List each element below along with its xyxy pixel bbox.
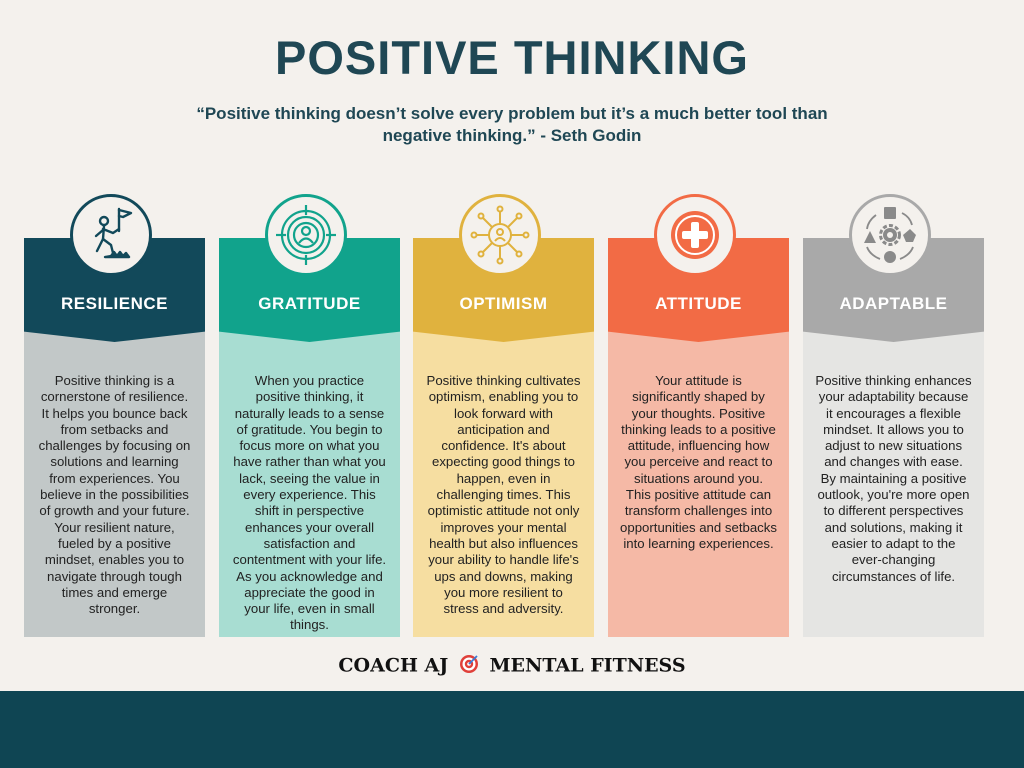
card-label: ADAPTABLE <box>839 294 948 313</box>
gear-shapes-cycle-icon <box>864 207 916 263</box>
card-text: Positive thinking cultivates optimism, e… <box>426 373 581 617</box>
card-text: Positive thinking is a cornerstone of re… <box>38 373 191 617</box>
card-gratitude: GRATITUDE When you practice positive thi… <box>219 194 400 637</box>
card-body <box>803 324 984 637</box>
plus-circle-icon <box>671 211 719 259</box>
card-attitude: ATTITUDE Your attitude is significantly … <box>608 194 789 637</box>
target-icon <box>459 654 479 679</box>
card-text: Positive thinking enhances your adaptabi… <box>815 373 972 584</box>
card-body <box>24 324 205 637</box>
icon-badge <box>459 194 541 276</box>
sun-person-icon <box>470 205 530 265</box>
card-label: OPTIMISM <box>459 294 548 313</box>
icon-badge <box>849 194 931 276</box>
brand-name: COACH AJ <box>338 654 449 677</box>
quote: “Positive thinking doesn’t solve every p… <box>196 104 828 145</box>
card-label: GRATITUDE <box>258 294 361 313</box>
target-person-icon <box>276 205 336 265</box>
card-label: RESILIENCE <box>60 294 169 313</box>
icon-badge <box>70 194 152 276</box>
card-text: When you practice positive thinking, it … <box>232 373 387 633</box>
card-adaptable: ADAPTABLE Positive thinking enhances you… <box>803 194 984 637</box>
card-body <box>608 324 789 637</box>
icon-badge <box>654 194 736 276</box>
climber-flag-icon <box>94 207 133 259</box>
card-resilience: RESILIENCE Positive thinking is a corner… <box>24 194 205 637</box>
card-optimism: OPTIMISM Positive thinking cultivates op… <box>413 194 594 637</box>
bottom-band <box>0 691 1024 768</box>
page-title: POSITIVE THINKING <box>275 31 749 84</box>
card-text: Your attitude is significantly shaped by… <box>620 373 777 551</box>
card-body <box>413 324 594 637</box>
icon-badge <box>265 194 347 276</box>
card-body <box>219 324 400 637</box>
brand-tagline: MENTAL FITNESS <box>489 654 686 677</box>
brand: COACH AJ MENTAL FITNESS <box>0 654 1024 679</box>
card-label: ATTITUDE <box>655 294 742 313</box>
